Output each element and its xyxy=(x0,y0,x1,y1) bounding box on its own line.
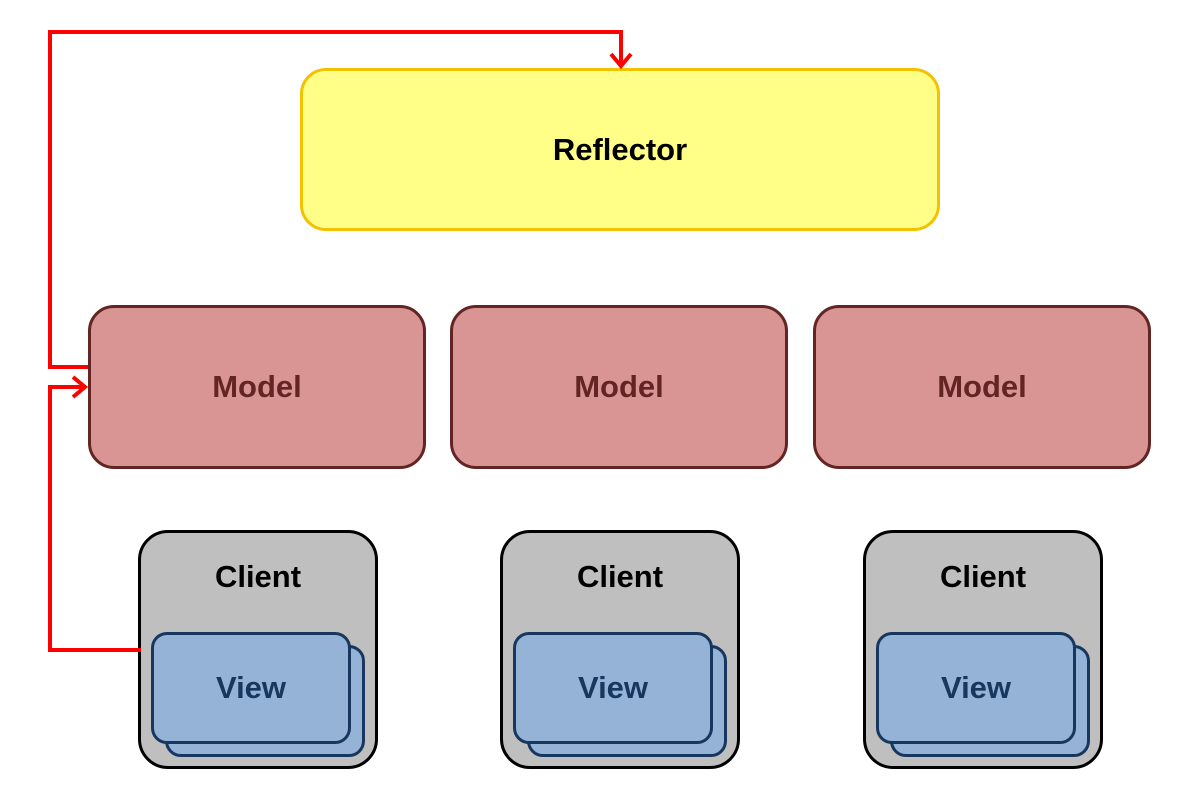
view-label-3: View xyxy=(940,670,1012,705)
client-label-3: Client xyxy=(939,559,1027,594)
client-label-1: Client xyxy=(214,559,302,594)
model-box-2: Model xyxy=(450,305,788,469)
client-label-2: Client xyxy=(576,559,664,594)
model-label-2: Model xyxy=(574,369,664,404)
view-label-2: View xyxy=(577,670,649,705)
view-box-3: View xyxy=(876,632,1076,744)
client-box-3: Client View xyxy=(863,530,1103,769)
view-label-1: View xyxy=(215,670,287,705)
model-label-3: Model xyxy=(937,369,1027,404)
model-to-reflector-arrowhead xyxy=(609,52,633,70)
model-to-reflector-arrow xyxy=(48,30,623,369)
view-to-model-arrowhead xyxy=(71,375,89,399)
view-box-1: View xyxy=(151,632,351,744)
client-box-2: Client View xyxy=(500,530,740,769)
model-label-1: Model xyxy=(212,369,302,404)
reflector-label: Reflector xyxy=(552,131,688,167)
model-box-3: Model xyxy=(813,305,1151,469)
view-to-model-arrow xyxy=(48,385,141,652)
reflector-box: Reflector xyxy=(300,68,940,231)
model-box-1: Model xyxy=(88,305,426,469)
client-box-1: Client View xyxy=(138,530,378,769)
view-box-2: View xyxy=(513,632,713,744)
